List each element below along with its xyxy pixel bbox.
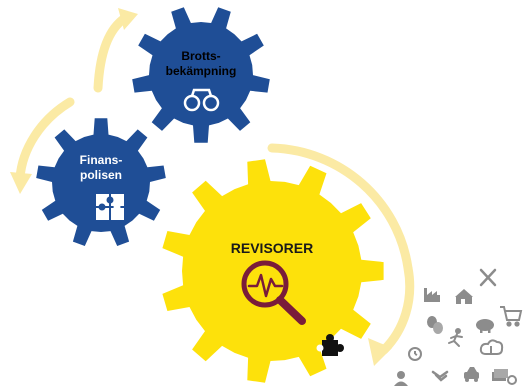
arrow-left-head: [10, 172, 32, 194]
gear-label-line-1: Finans-: [80, 153, 123, 167]
puzzle-icon: [96, 194, 124, 220]
fork-knife-icon: [479, 268, 497, 287]
person-running-icon: [448, 328, 463, 347]
gear-brottsbekampning: Brotts- bekämpning: [132, 7, 270, 143]
cycle-arrows: [10, 8, 415, 366]
magnifier-chart-icon: [241, 260, 306, 325]
arrow-left: [15, 97, 75, 183]
cart-icon: [500, 306, 523, 327]
arrow-top-head: [118, 8, 138, 30]
gear-finanspolisen: Finans- polisen: [36, 118, 166, 246]
arrow-right-long: [267, 143, 415, 355]
gear-shape: [162, 159, 384, 383]
store-icon: [455, 289, 473, 304]
person-icon: [394, 371, 408, 386]
gear-shape: [132, 7, 270, 143]
puzzle-piece-small-icon: [316, 334, 344, 356]
gear-label-line-1: Brotts-: [181, 49, 220, 63]
watch-icon: [408, 347, 422, 361]
money-icon: [492, 369, 508, 381]
gear-revisorer: REVISORER: [162, 159, 384, 383]
gear-label: REVISORER: [231, 240, 313, 256]
gear-shape: [36, 118, 166, 246]
gear-label-line-2: bekämpning: [166, 64, 237, 78]
handshake-icon: [431, 370, 449, 382]
arrow-right-head: [368, 338, 392, 366]
gear-label-line-2: polisen: [80, 168, 122, 182]
sector-icons: [394, 268, 523, 386]
car-icon: [464, 367, 479, 382]
arrow-top: [93, 13, 130, 93]
masks-icon: [427, 316, 443, 334]
cloud-download-icon: [479, 339, 504, 355]
factory-icon: [424, 288, 440, 302]
piggy-bank-icon: [476, 319, 494, 333]
watch-icon-bottom: [507, 375, 517, 385]
handcuffs-icon: [183, 88, 220, 112]
